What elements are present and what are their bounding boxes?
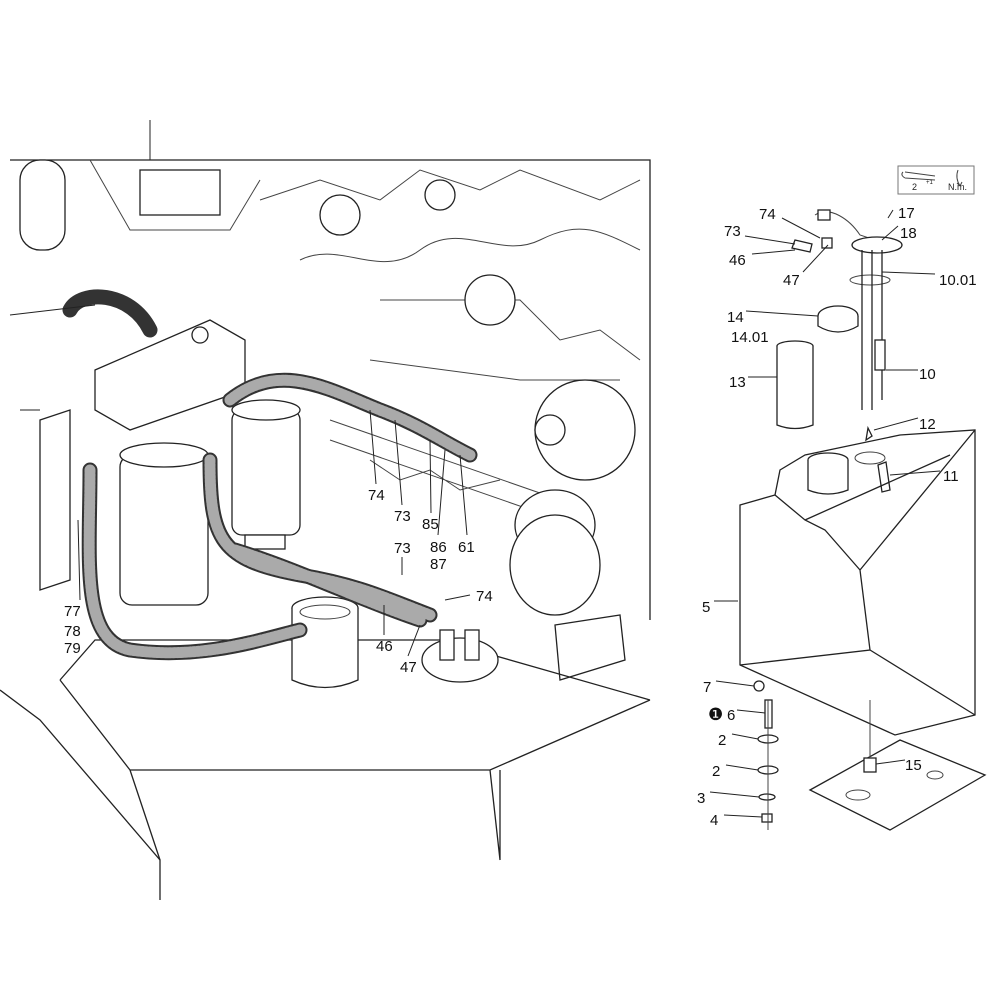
callout-15: 15 [905, 757, 922, 774]
callout-47: 47 [400, 659, 417, 676]
callout-46: 46 [376, 638, 393, 655]
engine-assembly-illustration [0, 120, 651, 900]
callout-74: 74 [476, 588, 493, 605]
callout-85: 85 [422, 516, 439, 533]
callout-3: 3 [697, 790, 705, 807]
callout-74: 74 [759, 206, 776, 223]
torque-box: 2 +1 N.m. [897, 165, 975, 195]
callout-10: 10 [919, 366, 936, 383]
right-callout-leaders [709, 209, 941, 818]
callout-5: 5 [702, 599, 710, 616]
left-callout-leaders [77, 409, 471, 657]
torque-value: 2 [912, 182, 917, 192]
callout-2: 2 [718, 732, 726, 749]
callout-74: 74 [368, 487, 385, 504]
left-callouts: 74 73 85 86 87 61 73 74 46 47 77 78 79 [64, 487, 493, 676]
callout-14-01: 14.01 [731, 329, 769, 346]
callout-12: 12 [919, 416, 936, 433]
torque-tolerance: +1 [926, 180, 934, 186]
callout-10-01: 10.01 [939, 272, 977, 289]
callout-2: 2 [712, 763, 720, 780]
right-callouts: 74 73 46 47 17 18 10.01 14 14.01 13 10 1… [697, 205, 977, 829]
torque-arrow-icon [956, 169, 963, 187]
callout-7: 7 [703, 679, 711, 696]
callout-17: 17 [898, 205, 915, 222]
callout-73: 73 [394, 508, 411, 525]
tank-exploded-illustration [739, 209, 987, 831]
callout-61: 61 [458, 539, 475, 556]
callout-18: 18 [900, 225, 917, 242]
callout-79: 79 [64, 640, 81, 657]
callout-47: 47 [783, 272, 800, 289]
callout-77: 77 [64, 603, 81, 620]
callout-87: 87 [430, 556, 447, 573]
wrench-icon [901, 171, 936, 181]
callout-86: 86 [430, 539, 447, 556]
callout-73: 73 [394, 540, 411, 557]
callout-6: 6 [727, 707, 735, 724]
note-marker-icon: ❶ [708, 705, 723, 724]
torque-unit: N.m. [948, 182, 967, 192]
callout-78: 78 [64, 623, 81, 640]
callout-14: 14 [727, 309, 744, 326]
callout-46: 46 [729, 252, 746, 269]
callout-73: 73 [724, 223, 741, 240]
callout-13: 13 [729, 374, 746, 391]
callout-11: 11 [943, 468, 959, 485]
callout-4: 4 [710, 812, 718, 829]
